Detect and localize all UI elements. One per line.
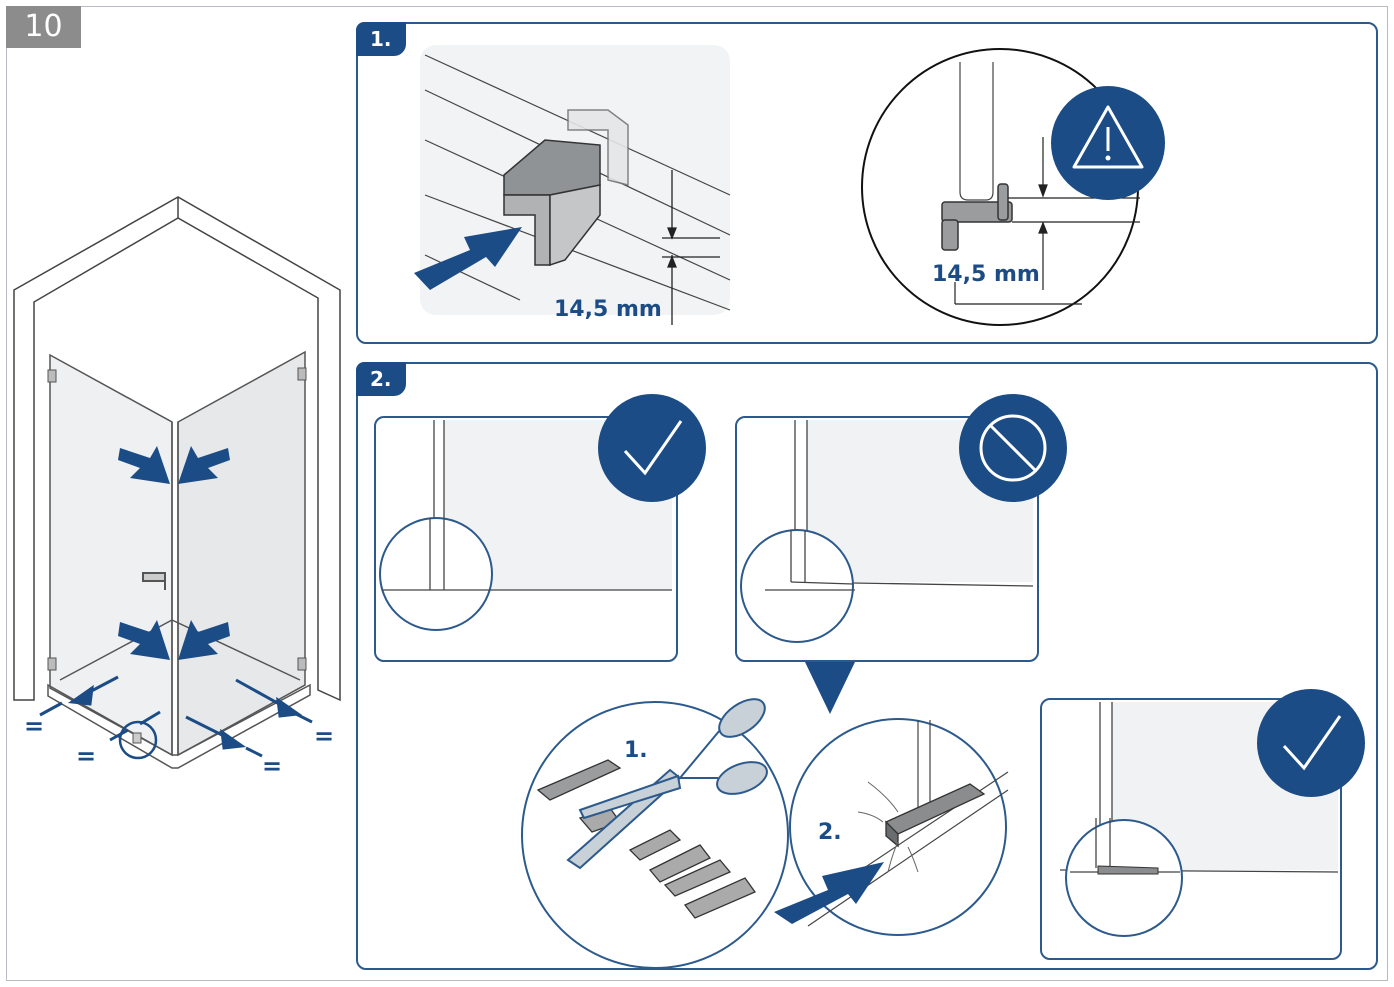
arrow-down-icon [805,662,855,714]
panel-step-2: 2. [356,362,1378,970]
equal-mark: = [314,722,335,750]
step-label-cut: 1. [624,738,648,763]
page-frame [6,6,1388,981]
detail-circle [740,529,854,643]
shower-enclosure-illustration [13,196,341,769]
detail-circle [118,720,158,760]
dimension-label-right: 14,5 mm [932,262,1040,287]
detail-circle [1065,819,1183,937]
incorrect-example-drawing [740,420,1034,643]
insert-wedge-detail [774,718,1009,936]
step-number-badge: 10 [6,6,81,48]
cut-wedge-detail [521,698,789,969]
checkmark-icon [1257,689,1365,797]
equal-mark: = [262,752,283,780]
step-label-insert: 2. [818,820,842,845]
panel-step-1-tag: 1. [356,22,406,56]
panel-step-1: 1. [356,22,1378,344]
equal-mark: = [76,742,97,770]
warning-triangle-icon [1051,86,1165,200]
prohibited-icon [959,394,1067,502]
panel-step-2-tag: 2. [356,362,406,396]
equal-mark: = [24,712,45,740]
scissors-icon [566,698,768,870]
dimension-label-left: 14,5 mm [554,297,662,322]
profile-clip-illustration [414,45,731,325]
detail-circle [379,517,493,631]
checkmark-icon [598,394,706,502]
